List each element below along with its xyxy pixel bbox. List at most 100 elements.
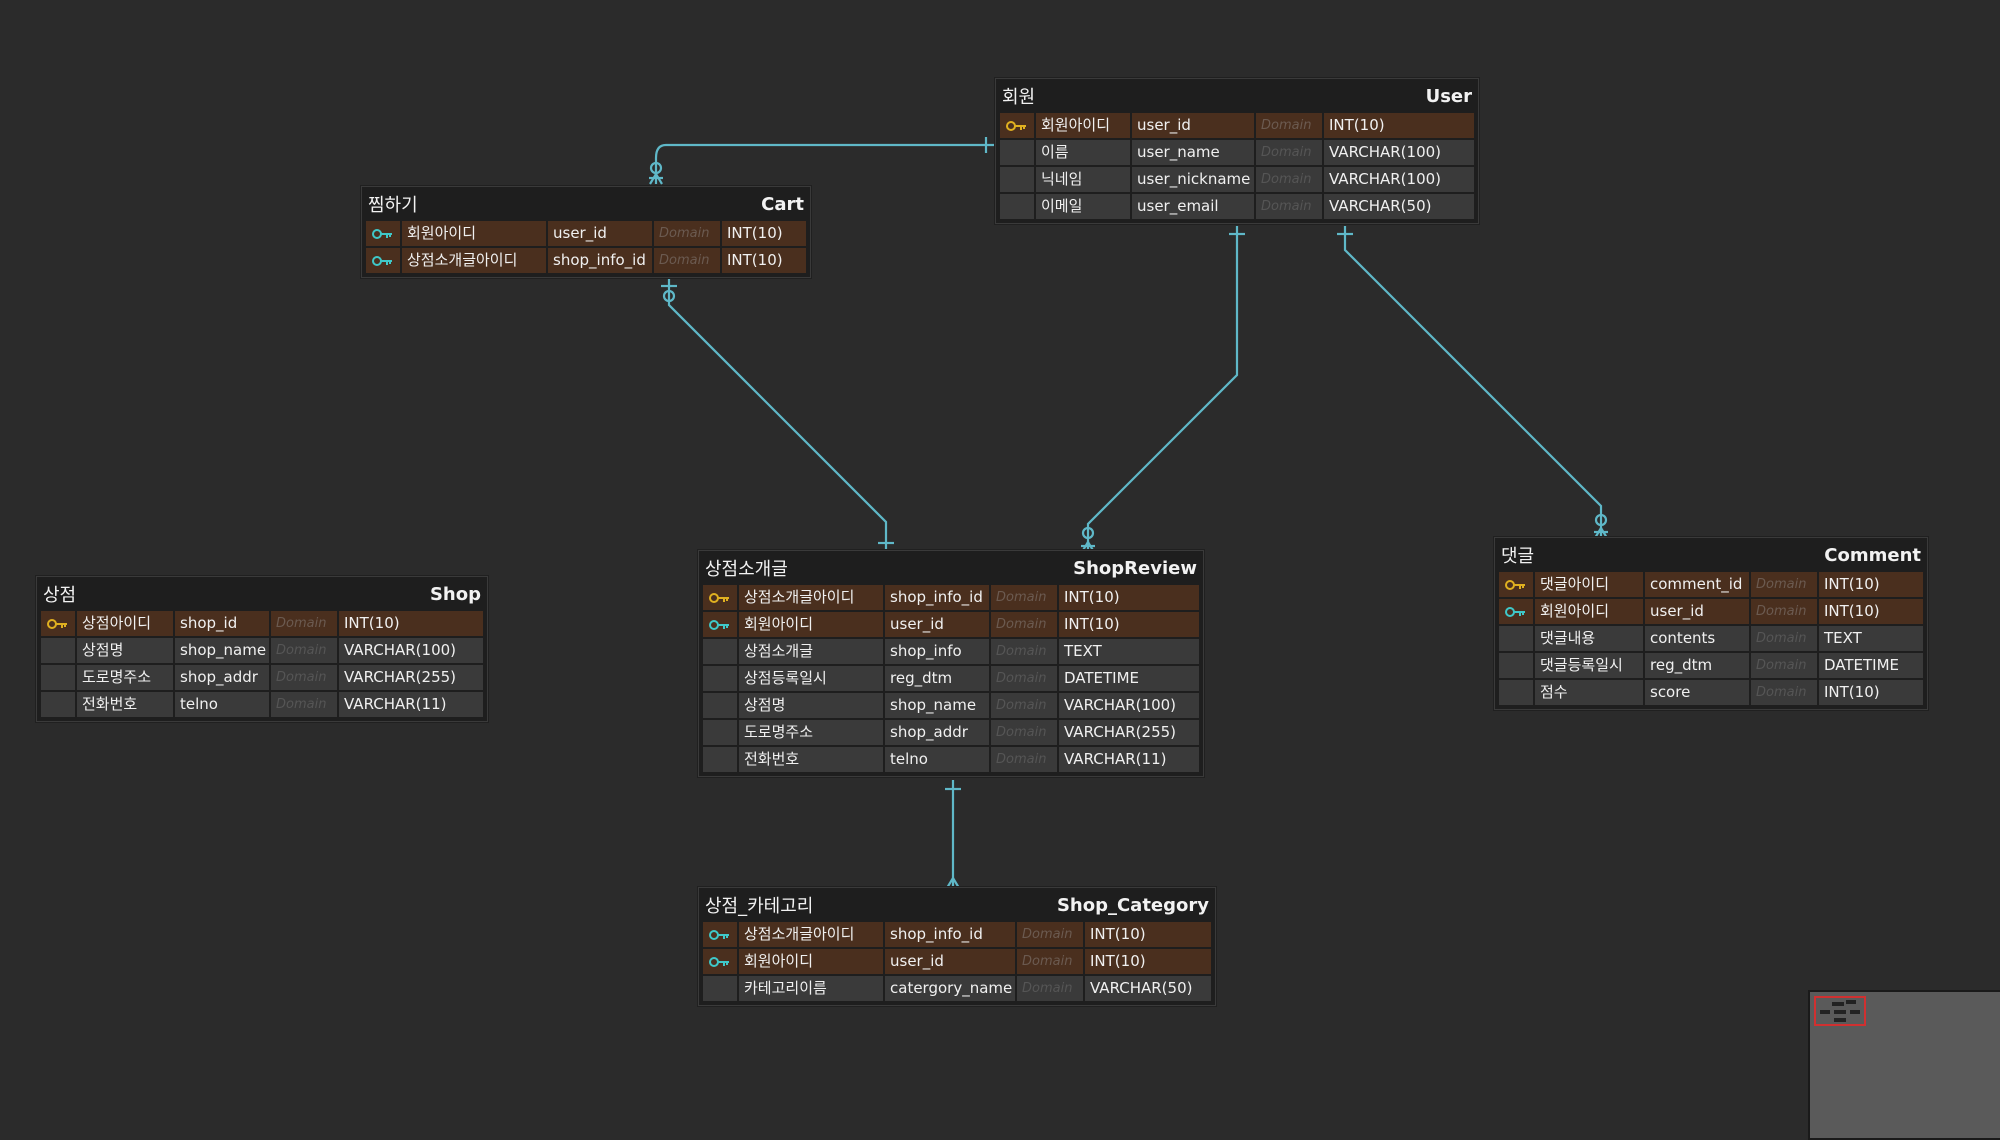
- column-logical-name: 회원아이디: [739, 949, 885, 974]
- column-datatype: TEXT: [1059, 639, 1199, 664]
- table-physical-name: Comment: [1824, 544, 1921, 566]
- foreign-key-icon: [703, 612, 739, 637]
- column-domain: Domain: [1256, 194, 1324, 219]
- column-datatype: VARCHAR(50): [1324, 194, 1474, 219]
- foreign-key-icon: [703, 922, 739, 947]
- column-datatype: INT(10): [722, 248, 806, 273]
- link-cart-shopreview: [667, 278, 888, 552]
- minimap[interactable]: [1808, 990, 2000, 1140]
- column-domain: Domain: [1017, 949, 1085, 974]
- column-physical-name: user_id: [548, 221, 654, 246]
- column-physical-name: reg_dtm: [885, 666, 991, 691]
- column-logical-name: 회원아이디: [1036, 113, 1132, 138]
- key-cell: [41, 665, 77, 690]
- table-physical-name: Shop: [429, 583, 481, 605]
- column-logical-name: 전화번호: [739, 747, 885, 772]
- column-logical-name: 도로명주소: [739, 720, 885, 745]
- column-datatype: INT(10): [1819, 680, 1923, 705]
- column-datatype: INT(10): [1324, 113, 1474, 138]
- column-datatype: VARCHAR(255): [1059, 720, 1199, 745]
- column-physical-name: contents: [1645, 626, 1751, 651]
- column-physical-name: shop_addr: [885, 720, 991, 745]
- table-physical-name: User: [1425, 85, 1472, 107]
- column-physical-name: shop_addr: [175, 665, 271, 690]
- column-domain: Domain: [654, 221, 722, 246]
- column-domain: Domain: [991, 693, 1059, 718]
- column-logical-name: 닉네임: [1036, 167, 1132, 192]
- column-logical-name: 회원아이디: [739, 612, 885, 637]
- table-logical-name: 상점: [43, 585, 77, 606]
- key-cell: [1499, 626, 1535, 651]
- minimap-viewport[interactable]: [1814, 996, 1866, 1026]
- column-datatype: INT(10): [1059, 585, 1199, 610]
- column-domain: Domain: [1017, 922, 1085, 947]
- column-datatype: VARCHAR(100): [1324, 167, 1474, 192]
- column-domain: Domain: [271, 611, 339, 636]
- key-cell: [1499, 680, 1535, 705]
- column-physical-name: shop_name: [885, 693, 991, 718]
- column-datatype: TEXT: [1819, 626, 1923, 651]
- key-cell: [1000, 167, 1036, 192]
- column-domain: Domain: [991, 612, 1059, 637]
- column-logical-name: 상점소개글아이디: [739, 922, 885, 947]
- column-physical-name: shop_name: [175, 638, 271, 663]
- column-datatype: VARCHAR(11): [339, 692, 483, 717]
- column-physical-name: shop_info_id: [885, 922, 1017, 947]
- column-datatype: VARCHAR(100): [1324, 140, 1474, 165]
- column-domain: Domain: [1751, 680, 1819, 705]
- column-datatype: VARCHAR(50): [1085, 976, 1211, 1001]
- table-header[interactable]: 상점 Shop: [37, 577, 487, 611]
- column-logical-name: 도로명주소: [77, 665, 175, 690]
- column-logical-name: 상점소개글: [739, 639, 885, 664]
- column-datatype: INT(10): [1059, 612, 1199, 637]
- primary-key-icon: [41, 611, 77, 636]
- column-logical-name: 댓글등록일시: [1535, 653, 1645, 678]
- column-domain: Domain: [654, 248, 722, 273]
- column-domain: Domain: [1751, 599, 1819, 624]
- link-user-shopreview: [1086, 226, 1239, 552]
- column-physical-name: shop_id: [175, 611, 271, 636]
- column-logical-name: 상점소개글아이디: [402, 248, 548, 273]
- column-physical-name: user_id: [885, 949, 1017, 974]
- link-user-comment: [1343, 226, 1603, 538]
- column-datatype: INT(10): [1085, 922, 1211, 947]
- column-datatype: INT(10): [1819, 599, 1923, 624]
